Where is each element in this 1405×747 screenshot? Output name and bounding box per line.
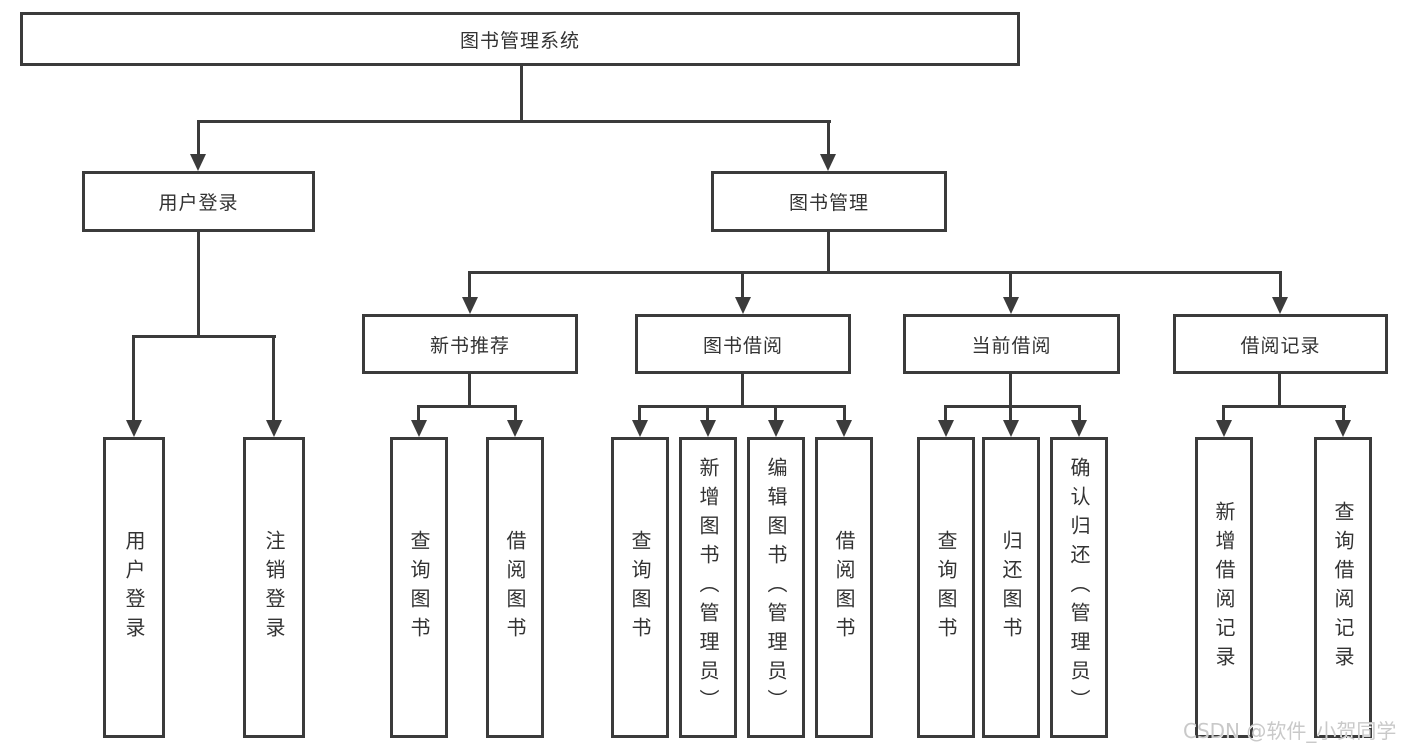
connector-drop-leaf [944,405,947,423]
leaf-query-books: 查询图书 [917,437,975,738]
node-label: 用户登录 [158,192,239,214]
node-book-management: 图书管理 [711,171,947,232]
arrowhead-down-icon [507,420,523,437]
arrowhead-down-icon [836,420,852,437]
connector-drop-leaf [1009,405,1012,423]
arrowhead-down-icon [820,154,836,171]
leaf-confirm-return-admin: 确认归还（管理员） [1050,437,1108,738]
leaf-query-books: 查询图书 [390,437,448,738]
connector-book-mgmt-stem [827,232,830,274]
arrowhead-down-icon [1071,420,1087,437]
leaf-label: 新增借阅记录 [1212,500,1236,675]
leaf-label: 注销登录 [262,529,286,646]
leaf-label: 用户登录 [122,529,146,646]
connector-drop-leaf [132,335,135,423]
connector-drop-leaf [272,335,275,423]
connector-user-login-rail [132,335,276,338]
arrowhead-down-icon [938,420,954,437]
connector-drop-leaf [1078,405,1081,423]
leaf-label: 借阅图书 [503,529,527,646]
node-library-management-system: 图书管理系统 [20,12,1020,66]
connector-drop-leaf [514,405,517,423]
leaf-label: 查询图书 [407,529,431,646]
connector-root-rail [197,120,831,123]
connector-rail [944,405,1081,408]
leaf-borrow-books: 借阅图书 [815,437,873,738]
node-new-book-recommendation: 新书推荐 [362,314,578,374]
arrowhead-down-icon [1216,420,1232,437]
connector-drop-new-book [468,271,471,301]
node-current-borrowing: 当前借阅 [903,314,1120,374]
connector-drop-leaf [1222,405,1225,423]
arrowhead-down-icon [1335,420,1351,437]
leaf-label: 确认归还（管理员） [1067,457,1091,718]
arrowhead-down-icon [190,154,206,171]
leaf-borrow-books: 借阅图书 [486,437,544,738]
leaf-label: 查询借阅记录 [1331,500,1355,675]
arrowhead-down-icon [735,297,751,314]
connector-drop-leaf [638,405,641,423]
leaf-logout: 注销登录 [243,437,305,738]
connector-drop-borrow-records [1279,271,1282,301]
arrowhead-down-icon [266,420,282,437]
node-label: 图书管理 [788,192,869,214]
leaf-label: 查询图书 [628,529,652,646]
leaf-label: 归还图书 [999,529,1023,646]
connector-stem [1009,374,1012,408]
connector-drop-leaf [706,405,709,423]
node-label: 新书推荐 [429,334,510,357]
node-label: 当前借阅 [971,334,1052,357]
connector-stem [468,374,471,408]
connector-drop-user-login [197,120,200,156]
leaf-add-borrow-record: 新增借阅记录 [1195,437,1253,738]
node-label: 借阅记录 [1240,334,1321,357]
connector-user-login-stem [197,232,200,338]
leaf-return-books: 归还图书 [982,437,1040,738]
arrowhead-down-icon [1003,297,1019,314]
connector-root-stem [520,66,523,123]
csdn-watermark: CSDN @软件_小贺同学 [1183,719,1397,743]
node-user-login: 用户登录 [82,171,315,232]
arrowhead-down-icon [768,420,784,437]
connector-stem [741,374,744,408]
leaf-user-login: 用户登录 [103,437,165,738]
arrowhead-down-icon [411,420,427,437]
leaf-label: 编辑图书（管理员） [764,457,788,718]
arrowhead-down-icon [632,420,648,437]
connector-rail [638,405,846,408]
connector-book-mgmt-rail [468,271,1282,274]
node-book-borrowing: 图书借阅 [635,314,851,374]
leaf-add-books-admin: 新增图书（管理员） [679,437,737,738]
arrowhead-down-icon [126,420,142,437]
arrowhead-down-icon [700,420,716,437]
connector-drop-leaf [1342,405,1345,423]
leaf-query-books: 查询图书 [611,437,669,738]
connector-drop-book-management [827,120,830,156]
connector-drop-leaf [774,405,777,423]
arrowhead-down-icon [462,297,478,314]
arrowhead-down-icon [1003,420,1019,437]
leaf-query-borrow-record: 查询借阅记录 [1314,437,1372,738]
leaf-edit-books-admin: 编辑图书（管理员） [747,437,805,738]
node-label: 图书管理系统 [459,29,580,52]
connector-drop-book-borrow [741,271,744,301]
connector-rail [1222,405,1346,408]
leaf-label: 借阅图书 [832,529,856,646]
connector-drop-current-borrow [1009,271,1012,301]
node-label: 图书借阅 [702,334,783,357]
arrowhead-down-icon [1272,297,1288,314]
node-borrowing-records: 借阅记录 [1173,314,1388,374]
connector-drop-leaf [843,405,846,423]
leaf-label: 查询图书 [934,529,958,646]
leaf-label: 新增图书（管理员） [696,457,720,718]
connector-stem [1278,374,1281,408]
connector-drop-leaf [417,405,420,423]
connector-rail [417,405,517,408]
